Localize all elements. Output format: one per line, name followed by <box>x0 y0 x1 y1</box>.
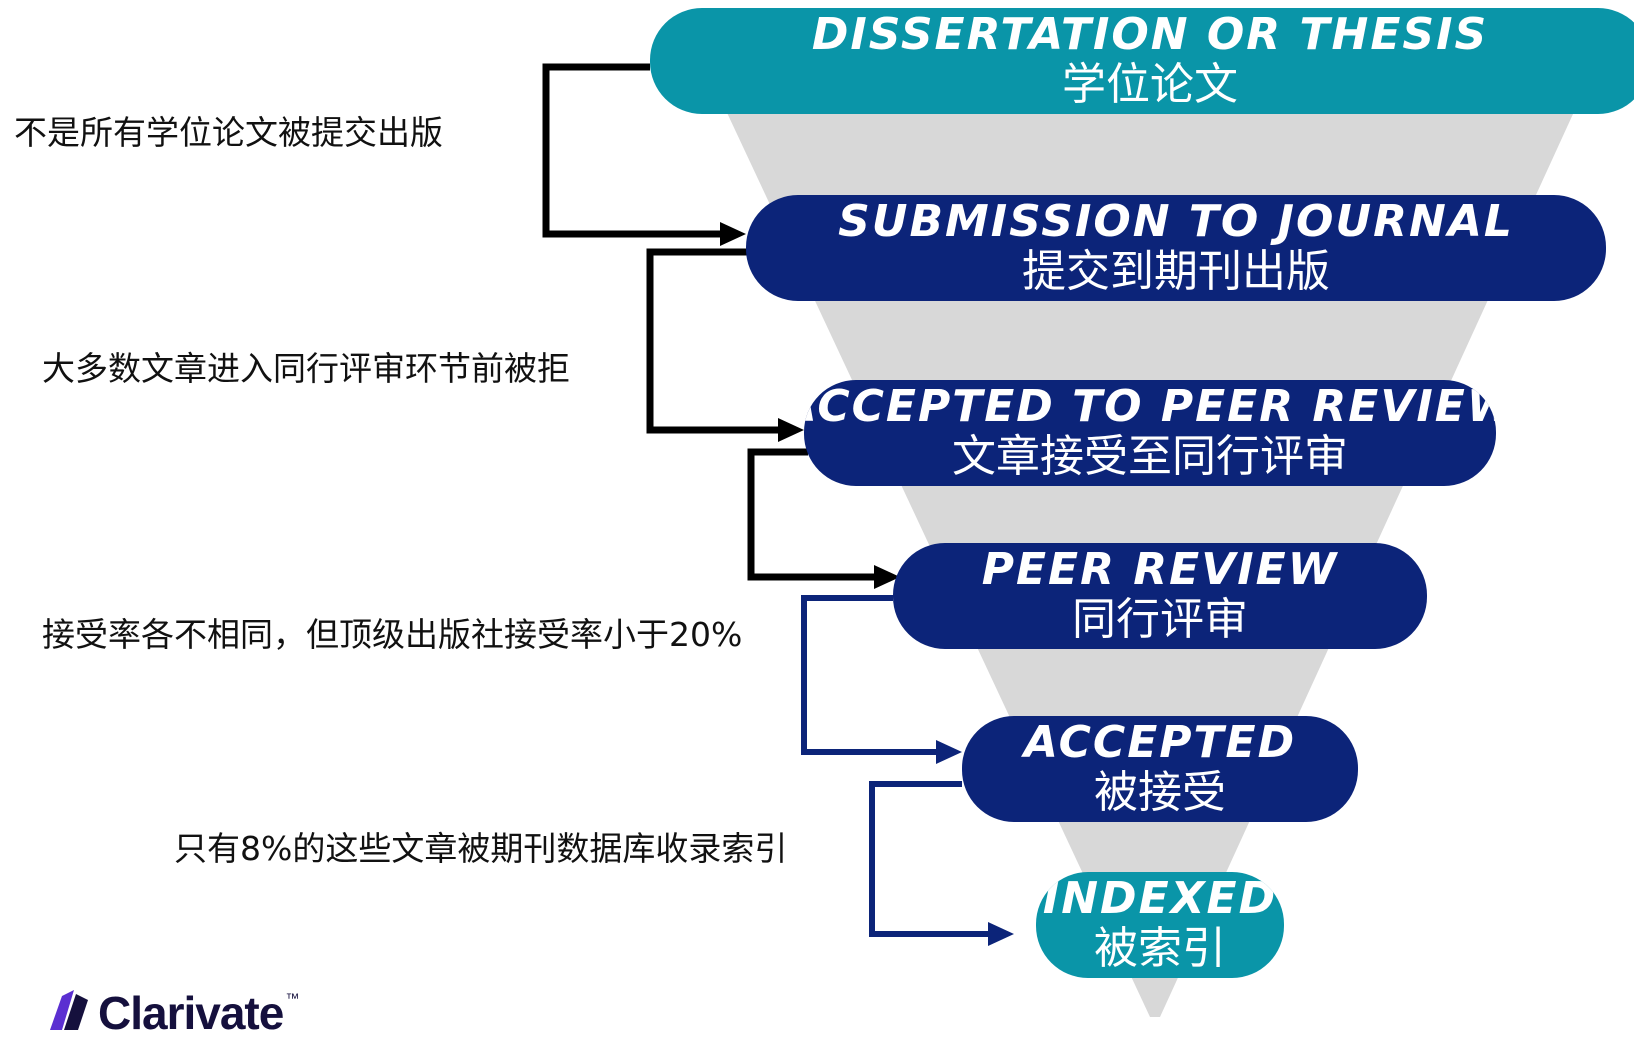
clarivate-logo-icon <box>50 990 88 1030</box>
connector-line-1 <box>542 63 720 238</box>
connector-line-3 <box>747 448 874 581</box>
note-not-all-submitted: 不是所有学位论文被提交出版 <box>14 113 443 152</box>
note-indexed-percent: 只有8%的这些文章被期刊数据库收录索引 <box>174 829 788 868</box>
stage-accepted-zh: 被接受 <box>1094 767 1226 818</box>
stage-peer-review-en: PEER REVIEW <box>981 544 1339 595</box>
stage-accepted-to-peer-review-en: ACCEPTED TO PEER REVIEW <box>804 381 1496 432</box>
connector-arrowhead-2 <box>778 418 804 442</box>
connector-arrow-4 <box>801 595 962 764</box>
stage-accepted-en: ACCEPTED <box>1023 717 1297 768</box>
connector-arrowhead-5 <box>988 922 1014 946</box>
connector-arrow-3 <box>747 448 900 589</box>
stage-indexed: INDEXED 被索引 <box>1036 872 1284 978</box>
connector-arrowhead-1 <box>720 222 746 246</box>
clarivate-logo-text: Clarivate <box>98 987 284 1039</box>
stage-submission-zh: 提交到期刊出版 <box>1022 246 1330 297</box>
stage-submission-en: SUBMISSION TO JOURNAL <box>838 196 1514 247</box>
stage-dissertation: DISSERTATION OR THESIS 学位论文 <box>650 8 1634 114</box>
connector-line-5 <box>869 781 988 937</box>
funnel-diagram: DISSERTATION OR THESIS 学位论文 SUBMISSION T… <box>14 8 1634 1036</box>
connector-arrowhead-4 <box>936 740 962 764</box>
stage-dissertation-en: DISSERTATION OR THESIS <box>811 9 1489 60</box>
connector-arrow-1 <box>542 63 746 246</box>
connector-line-4 <box>801 595 936 755</box>
clarivate-logo-tm: ™ <box>285 990 300 1006</box>
stage-accepted-to-peer-review-zh: 文章接受至同行评审 <box>952 431 1348 482</box>
connector-arrow-5 <box>869 781 1014 946</box>
stage-dissertation-zh: 学位论文 <box>1062 59 1238 110</box>
note-acceptance-rate: 接受率各不相同，但顶级出版社接受率小于20% <box>42 615 743 654</box>
stage-indexed-zh: 被索引 <box>1094 923 1226 974</box>
stage-accepted: ACCEPTED 被接受 <box>962 716 1358 822</box>
connector-arrow-2 <box>646 248 804 442</box>
note-most-rejected: 大多数文章进入同行评审环节前被拒 <box>42 349 570 388</box>
stage-indexed-en: INDEXED <box>1042 873 1278 924</box>
stage-accepted-to-peer-review: ACCEPTED TO PEER REVIEW 文章接受至同行评审 <box>804 380 1496 486</box>
stage-peer-review: PEER REVIEW 同行评审 <box>893 543 1427 649</box>
connector-arrowhead-3 <box>874 565 900 589</box>
stage-peer-review-zh: 同行评审 <box>1072 594 1248 645</box>
clarivate-logo: Clarivate ™ <box>44 990 300 1036</box>
connector-line-2 <box>646 248 778 434</box>
stage-submission: SUBMISSION TO JOURNAL 提交到期刊出版 <box>746 195 1606 301</box>
